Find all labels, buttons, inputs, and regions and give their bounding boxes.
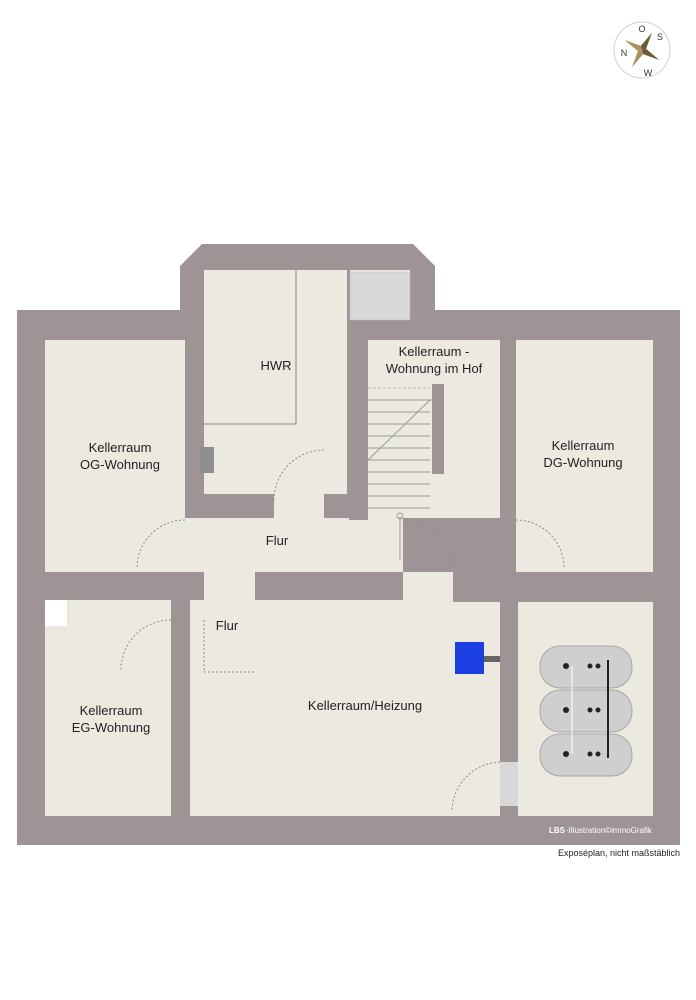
boiler: [455, 642, 500, 674]
label-keller-dg-2: DG-Wohnung: [543, 455, 622, 470]
credit-text: -Illustration©immoGrafik: [566, 826, 653, 835]
oil-tanks: [539, 645, 633, 777]
label-keller-eg-2: EG-Wohnung: [72, 720, 151, 735]
label-keller-og-2: OG-Wohnung: [80, 457, 160, 472]
footnote: Exposéplan, nicht maßstäblich: [558, 848, 680, 858]
door-swings: [120, 449, 565, 811]
floor-hwr: [204, 270, 347, 494]
label-keller-eg-1: Kellerraum: [80, 703, 143, 718]
floor-keller-og: [45, 340, 185, 572]
compass-icon: O S W N: [613, 21, 671, 79]
tile-area: [349, 271, 411, 321]
compass-o: O: [638, 24, 645, 34]
label-keller-og-1: Kellerraum: [89, 440, 152, 455]
label-keller-hof-2: Wohnung im Hof: [386, 361, 483, 376]
staircase: [367, 399, 435, 560]
compass-w: W: [644, 68, 653, 78]
label-hwr: HWR: [260, 358, 291, 373]
credit: LBS -Illustration©immoGrafik: [549, 826, 653, 835]
credit-brand: LBS: [549, 826, 566, 835]
label-flur-lower: Flur: [216, 618, 239, 633]
label-keller-dg-1: Kellerraum: [552, 438, 615, 453]
floor-flur-upper: [185, 518, 403, 572]
compass-s: S: [657, 32, 663, 42]
label-flur-upper: Flur: [266, 533, 289, 548]
shaft: [45, 600, 67, 626]
label-heizung: Kellerraum/Heizung: [308, 698, 422, 713]
floor-keller-eg: [45, 600, 171, 816]
label-keller-hof-1: Kellerraum -: [399, 344, 470, 359]
inner-walls: [45, 320, 680, 816]
compass-n: N: [621, 48, 628, 58]
room-floors: [45, 270, 653, 816]
room-labels: HWR Kellerraum OG-Wohnung Kellerraum - W…: [72, 344, 623, 735]
floor-keller-dg: [516, 340, 653, 572]
floor-heizung: [190, 600, 500, 816]
